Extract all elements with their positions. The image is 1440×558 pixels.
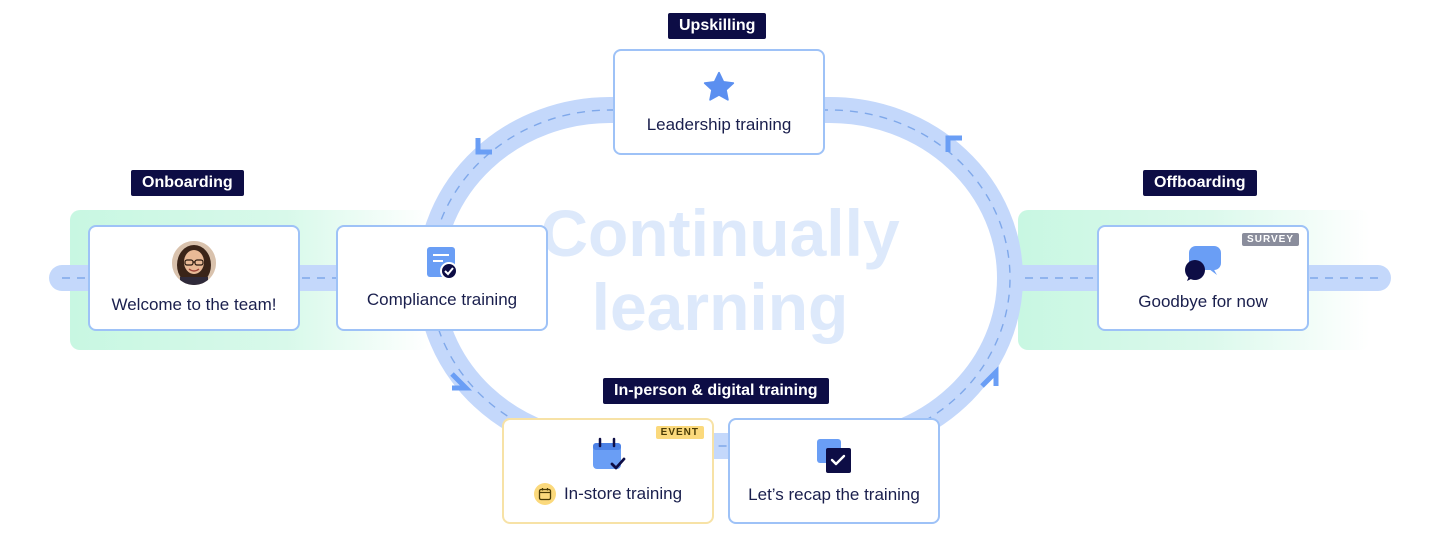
- upskilling-tag: Upskilling: [668, 13, 767, 39]
- onboarding-tag: Onboarding: [131, 170, 244, 196]
- loop-arrow-top-right: [945, 135, 962, 152]
- loop-arrow-top-left: [475, 138, 492, 155]
- watermark-line-2: learning: [591, 270, 849, 344]
- watermark-line-1: Continually: [540, 196, 900, 270]
- recap-card[interactable]: Let’s recap the training: [728, 418, 940, 524]
- in-store-label: In-store training: [563, 484, 683, 503]
- leadership-label: Leadership training: [646, 115, 792, 134]
- leadership-card[interactable]: Leadership training: [613, 49, 825, 155]
- calendar-badge-icon: [533, 483, 556, 505]
- loop-arrow-bottom-right: [980, 365, 999, 388]
- in-person-digital-tag: In-person & digital training: [603, 378, 829, 404]
- avatar: [172, 241, 216, 285]
- offboarding-tag: Offboarding: [1143, 170, 1257, 196]
- chat-bubble-icon: [1185, 246, 1221, 281]
- goodbye-label: Goodbye for now: [1138, 292, 1268, 311]
- checklist-icon: [427, 247, 458, 280]
- calendar-check-icon: [593, 437, 626, 470]
- in-store-label-row: In-store training: [533, 483, 683, 505]
- goodbye-card[interactable]: SURVEY Goodbye for now: [1097, 225, 1309, 331]
- welcome-card[interactable]: Welcome to the team!: [88, 225, 300, 331]
- star-icon: [703, 71, 735, 101]
- continually-learning-watermark: Continually learning: [520, 196, 920, 344]
- recap-label: Let’s recap the training: [748, 485, 920, 504]
- copy-check-icon: [817, 439, 851, 473]
- welcome-label: Welcome to the team!: [111, 295, 277, 314]
- compliance-card[interactable]: Compliance training: [336, 225, 548, 331]
- in-store-card[interactable]: EVENT In-store training: [502, 418, 714, 524]
- compliance-label: Compliance training: [366, 290, 518, 309]
- loop-arrow-bottom-left: [450, 372, 473, 391]
- survey-badge: SURVEY: [1242, 233, 1299, 246]
- event-badge: EVENT: [655, 426, 704, 439]
